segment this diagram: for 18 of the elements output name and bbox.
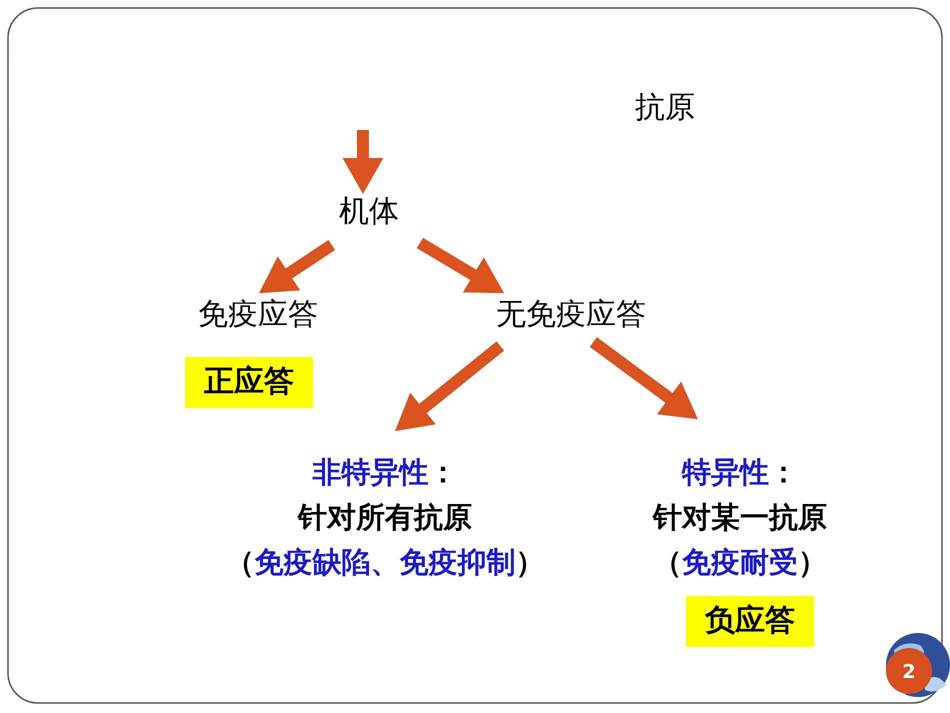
page-number-badge: 2: [886, 648, 932, 694]
arrow: [259, 240, 336, 294]
highlight-label: 负应答: [686, 596, 814, 647]
arrow: [342, 130, 384, 194]
example-text: （免疫缺陷、免疫抑制）: [226, 544, 544, 581]
category-heading: 特异性：: [682, 454, 798, 491]
node-label: 抗原: [628, 88, 702, 128]
description-text: 针对某一抗原: [653, 499, 827, 536]
node-label: 无免疫应答: [478, 295, 664, 335]
example-text: （免疫耐受）: [653, 544, 827, 581]
arrow: [416, 238, 504, 294]
arrow: [395, 341, 504, 432]
node-label: 免疫应答: [183, 295, 333, 335]
category-heading: 非特异性：: [312, 454, 458, 491]
highlight-label: 正应答: [185, 357, 313, 408]
node-label: 机体: [331, 192, 407, 232]
description-text: 针对所有抗原: [298, 499, 472, 536]
arrow: [590, 337, 698, 420]
